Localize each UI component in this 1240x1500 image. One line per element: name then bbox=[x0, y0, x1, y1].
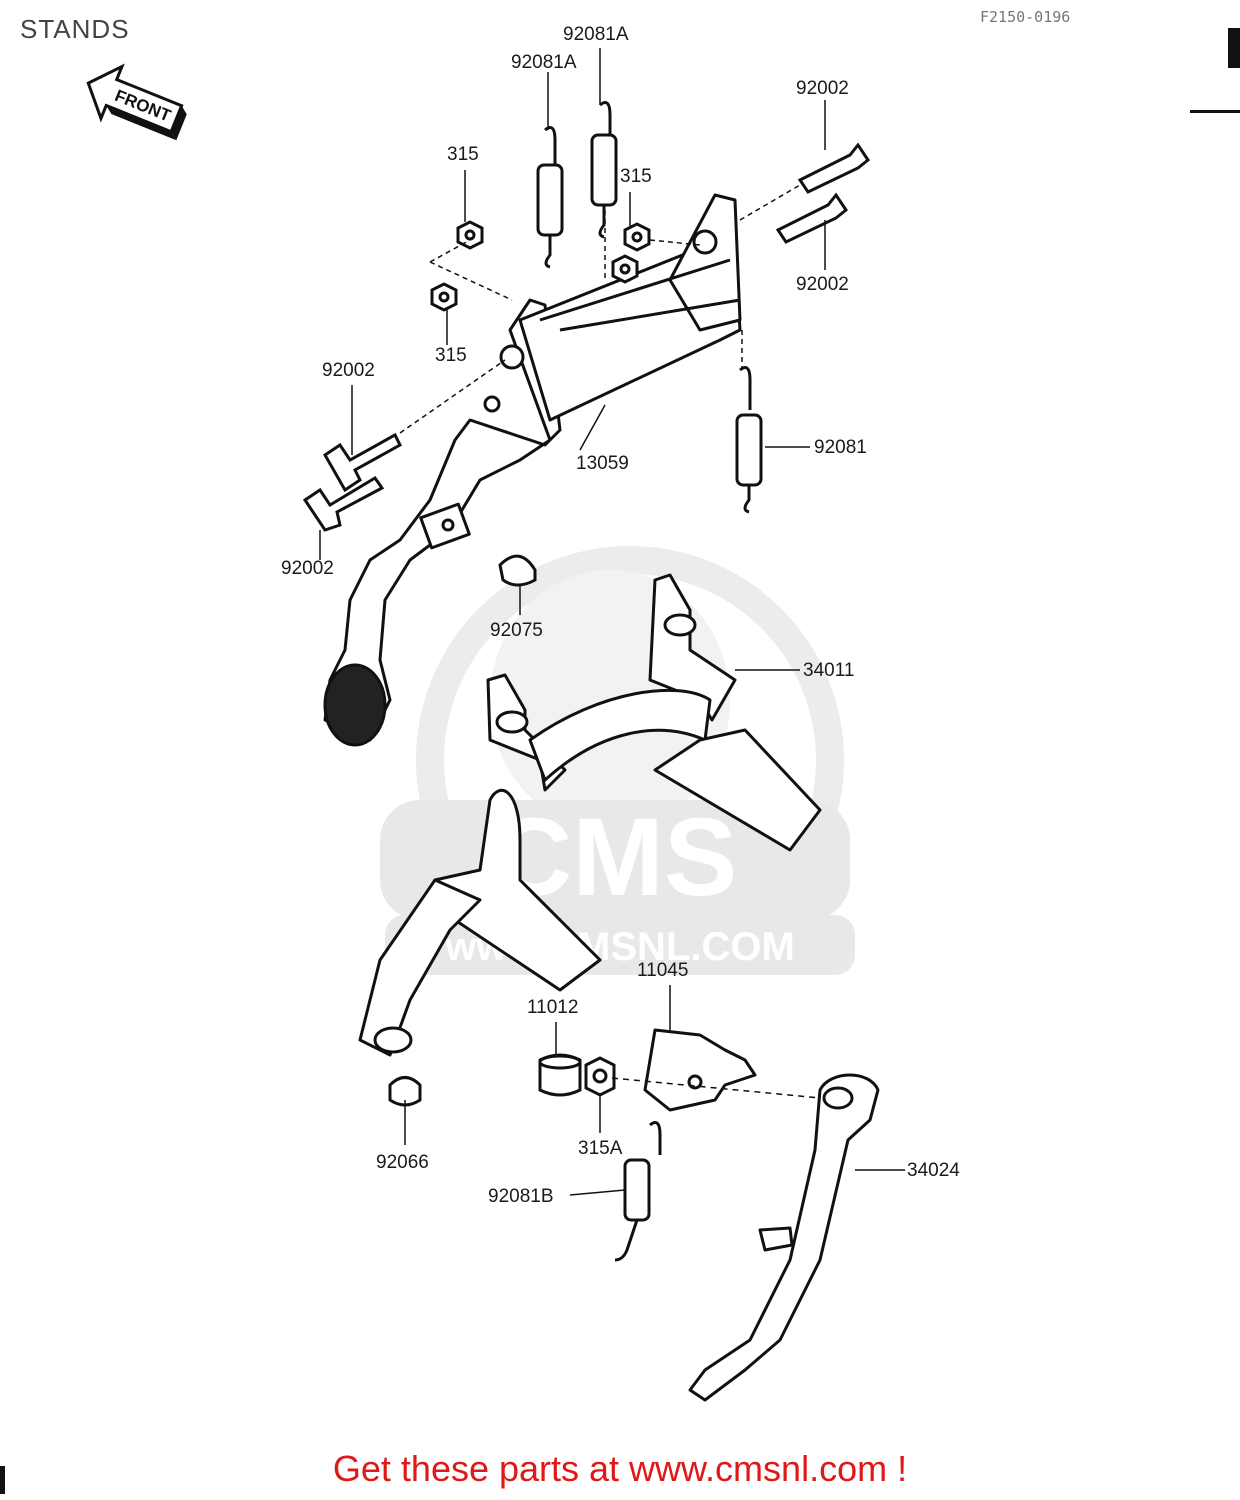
bolt-92002 bbox=[302, 142, 871, 532]
part-label: 315 bbox=[620, 166, 652, 187]
edge-tick bbox=[0, 1466, 5, 1494]
part-label: 315 bbox=[447, 144, 479, 165]
figure-code: F2150-0196 bbox=[980, 8, 1071, 26]
part-label: 34011 bbox=[803, 660, 855, 681]
part-label: 92081B bbox=[488, 1186, 554, 1207]
leader-lines bbox=[319, 48, 905, 1196]
part-label: 315 bbox=[435, 345, 467, 366]
main-stand-lever bbox=[323, 193, 742, 747]
side-stand-34024 bbox=[688, 1073, 880, 1402]
part-label: 34024 bbox=[907, 1160, 960, 1181]
nut-315A bbox=[584, 1056, 616, 1097]
part-label: 92066 bbox=[376, 1152, 429, 1173]
page-title: STANDS bbox=[20, 14, 130, 44]
footer-link[interactable]: Get these parts at www.cmsnl.com ! bbox=[332, 1448, 908, 1489]
springs bbox=[536, 101, 763, 1262]
nut-315 bbox=[430, 220, 651, 312]
part-label: 92002 bbox=[796, 274, 849, 295]
bracket-11045 bbox=[643, 1028, 757, 1112]
part-label: 92002 bbox=[322, 360, 375, 381]
cap-92066 bbox=[388, 1076, 422, 1107]
part-label: 92002 bbox=[281, 558, 334, 579]
front-arrow: FRONT bbox=[86, 63, 187, 141]
part-label: 315A bbox=[578, 1138, 623, 1159]
part-label: 92081A bbox=[563, 24, 629, 45]
center-stand-34011 bbox=[358, 573, 822, 1057]
part-label: 92081A bbox=[511, 52, 577, 73]
edge-mark bbox=[1228, 28, 1240, 68]
bush-11012 bbox=[538, 1053, 582, 1097]
part-label: 11012 bbox=[527, 997, 579, 1018]
edge-rule bbox=[1190, 110, 1240, 113]
part-label: 92002 bbox=[796, 78, 849, 99]
part-label: 11045 bbox=[637, 960, 689, 981]
part-label: 92081 bbox=[814, 437, 867, 458]
part-label: 13059 bbox=[576, 453, 629, 474]
cap-92075 bbox=[498, 554, 537, 587]
part-label: 92075 bbox=[490, 620, 543, 641]
